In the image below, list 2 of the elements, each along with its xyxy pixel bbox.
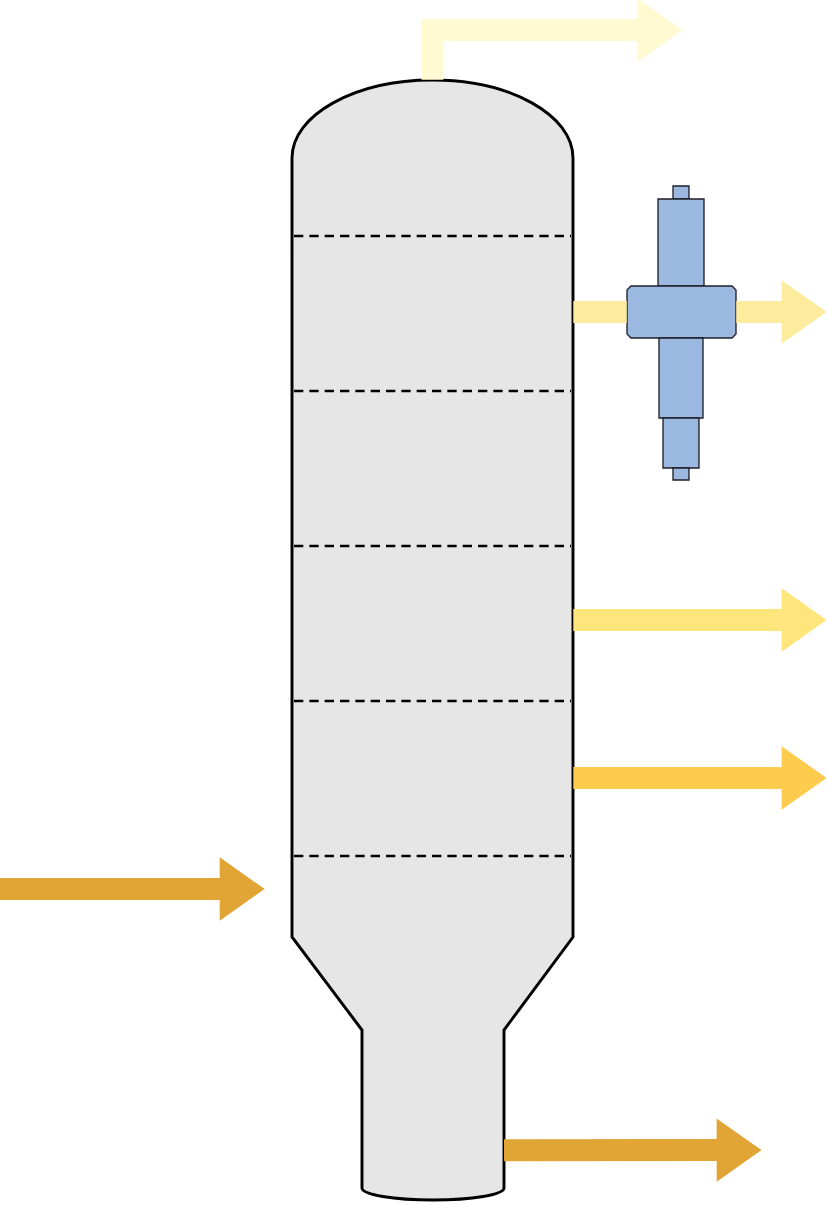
device-drawing — [626, 185, 737, 481]
column-drawing — [290, 78, 575, 1202]
